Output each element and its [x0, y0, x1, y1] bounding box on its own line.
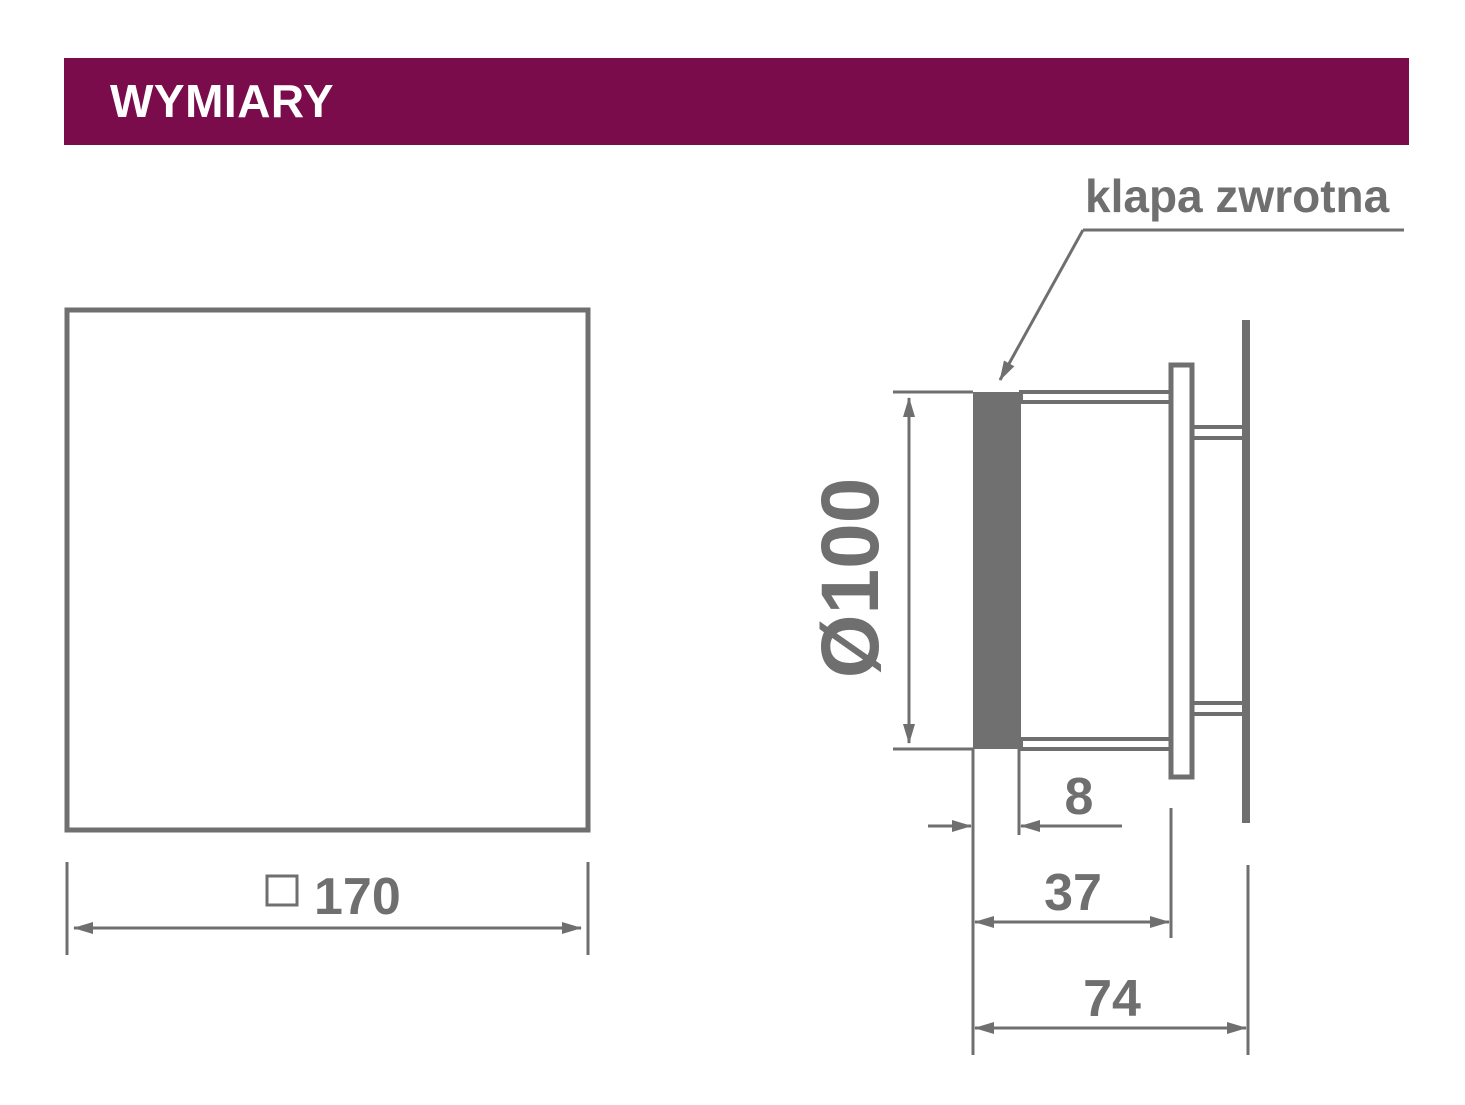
callout-leader-arrow [998, 229, 1085, 381]
standoff-top [1190, 425, 1246, 440]
section-header: WYMIARY [64, 58, 1409, 145]
dim-74-label: 74 [1083, 970, 1141, 1028]
dim-37-label: 37 [1044, 864, 1102, 922]
width-dimension-label: 170 [314, 868, 401, 926]
callout-label: klapa zwrotna [1085, 170, 1390, 222]
body-bottom-wall [1019, 737, 1173, 751]
diameter-label: Ø100 [805, 478, 896, 679]
front-view-panel [64, 307, 591, 833]
section-title: WYMIARY [110, 75, 335, 127]
mounting-flange [1168, 362, 1195, 780]
body-top-wall [1019, 390, 1173, 404]
square-symbol-icon [265, 874, 299, 907]
standoff-bottom [1190, 701, 1246, 716]
dim-8-label: 8 [1065, 768, 1094, 826]
check-valve-damper [973, 392, 1021, 749]
